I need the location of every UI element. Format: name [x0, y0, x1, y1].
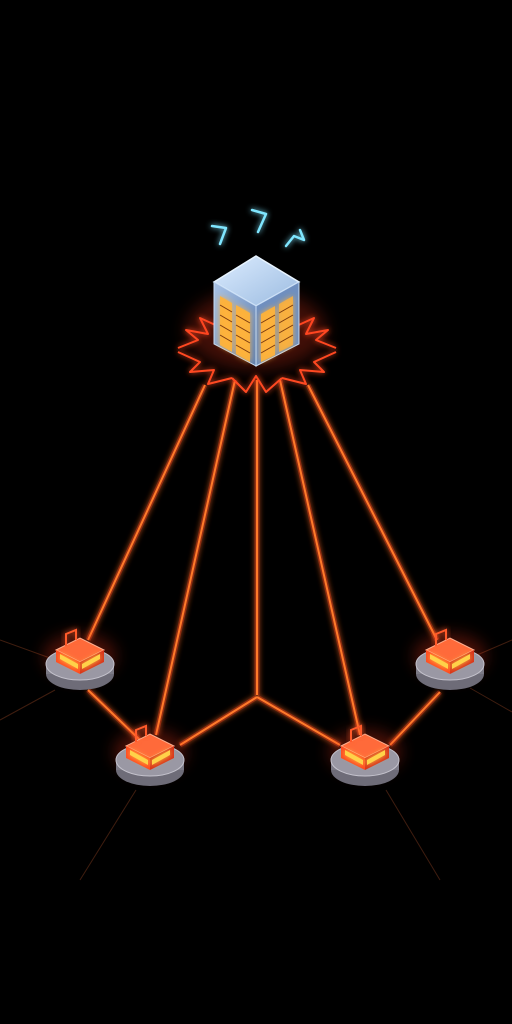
network-node-icon: [114, 724, 186, 786]
nodes-layer: [44, 628, 486, 786]
server-icon: [186, 255, 326, 370]
electric-spark-icon: [210, 208, 306, 248]
network-node-icon: [329, 724, 401, 786]
network-node-icon: [44, 628, 116, 690]
network-links: [85, 379, 442, 748]
network-node-icon: [414, 628, 486, 690]
